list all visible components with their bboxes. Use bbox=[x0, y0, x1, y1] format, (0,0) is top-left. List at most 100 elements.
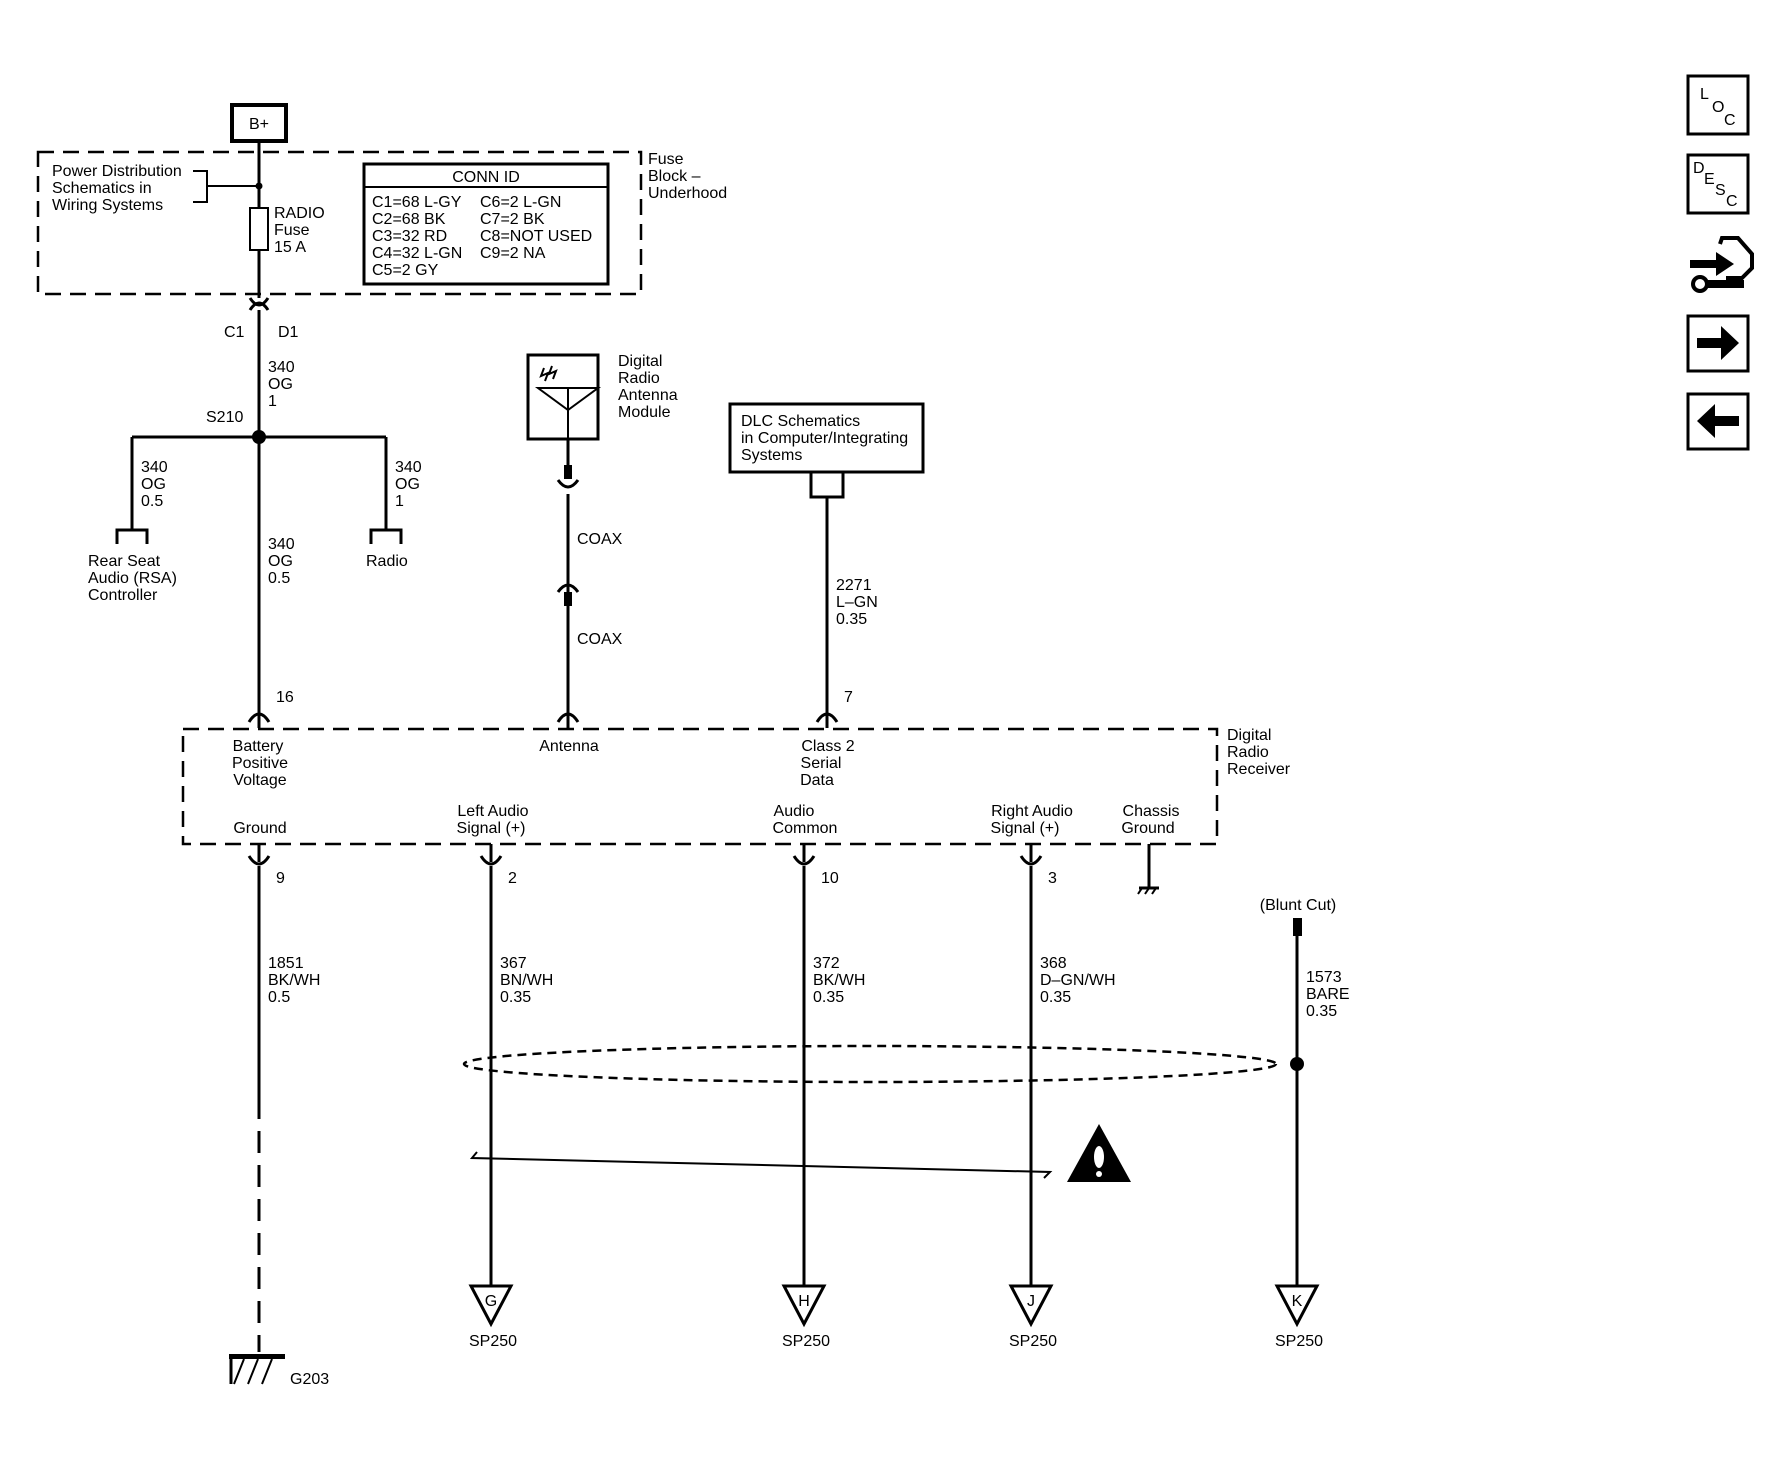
svg-text:Receiver: Receiver bbox=[1227, 761, 1291, 778]
digital-radio-antenna-module: Digital Radio Antenna Module bbox=[526, 353, 678, 441]
fuse-block-name: Fuse Block – Underhood bbox=[648, 151, 727, 202]
svg-text:Controller: Controller bbox=[88, 587, 158, 604]
previous-page-button[interactable] bbox=[1686, 392, 1750, 451]
svg-text:1: 1 bbox=[268, 393, 277, 410]
svg-text:SP250: SP250 bbox=[782, 1333, 830, 1350]
desc-button[interactable]: D E S C bbox=[1686, 153, 1750, 215]
svg-text:BK/WH: BK/WH bbox=[268, 972, 320, 989]
twisted-pair-indicator bbox=[469, 1151, 1053, 1179]
svg-text:L: L bbox=[1700, 86, 1709, 103]
svg-text:D1: D1 bbox=[278, 324, 299, 341]
svg-text:SP250: SP250 bbox=[469, 1333, 517, 1350]
svg-text:Systems: Systems bbox=[741, 447, 802, 464]
connector-pin-10: 10 bbox=[792, 844, 839, 887]
svg-text:0.35: 0.35 bbox=[813, 989, 844, 1006]
svg-text:Power Distribution: Power Distribution bbox=[52, 163, 182, 180]
svg-text:C5=2 GY: C5=2 GY bbox=[372, 262, 439, 279]
svg-text:OG: OG bbox=[395, 476, 420, 493]
svg-text:D: D bbox=[1693, 160, 1705, 177]
svg-text:0.5: 0.5 bbox=[268, 989, 290, 1006]
wire-label-drain: 1573 BARE 0.35 bbox=[1306, 969, 1350, 1020]
svg-text:2: 2 bbox=[508, 870, 517, 887]
svg-text:3: 3 bbox=[1048, 870, 1057, 887]
svg-text:0.35: 0.35 bbox=[836, 611, 867, 628]
svg-text:O: O bbox=[1712, 99, 1724, 116]
svg-text:SP250: SP250 bbox=[1009, 1333, 1057, 1350]
splice-pack-j: J SP250 bbox=[1008, 1284, 1057, 1350]
svg-text:BARE: BARE bbox=[1306, 986, 1350, 1003]
svg-text:10: 10 bbox=[821, 870, 839, 887]
svg-text:Signal (+): Signal (+) bbox=[457, 820, 526, 837]
svg-text:368: 368 bbox=[1040, 955, 1067, 972]
svg-text:15 A: 15 A bbox=[274, 239, 306, 256]
connector-antenna bbox=[556, 712, 580, 728]
svg-text:C3=32 RD: C3=32 RD bbox=[372, 228, 447, 245]
svg-text:1851: 1851 bbox=[268, 955, 304, 972]
svg-text:340: 340 bbox=[395, 459, 422, 476]
twisted-pair-shield bbox=[462, 1044, 1278, 1084]
loc-button[interactable]: L O C bbox=[1686, 74, 1750, 136]
svg-text:340: 340 bbox=[268, 359, 295, 376]
conn-id-table: CONN ID C1=68 L-GY C2=68 BK C3=32 RD C4=… bbox=[362, 162, 610, 286]
arrow-right-icon bbox=[1697, 326, 1739, 360]
svg-text:Common: Common bbox=[773, 820, 838, 837]
svg-text:C: C bbox=[1726, 193, 1738, 210]
svg-text:DLC Schematics: DLC Schematics bbox=[741, 413, 860, 430]
svg-text:367: 367 bbox=[500, 955, 527, 972]
svg-text:7: 7 bbox=[844, 689, 853, 706]
radio-fuse: RADIO Fuse 15 A bbox=[249, 205, 325, 256]
wire-label-radio-branch: 340 OG 1 bbox=[395, 459, 422, 510]
svg-text:0.5: 0.5 bbox=[141, 493, 163, 510]
battery-positive-label: B+ bbox=[249, 116, 269, 133]
fuse-block-underhood bbox=[36, 150, 643, 296]
ground-g203: G203 bbox=[229, 1354, 329, 1388]
svg-text:Digital: Digital bbox=[618, 353, 662, 370]
connector-pin-7: 7 bbox=[815, 689, 853, 728]
svg-text:G203: G203 bbox=[290, 1371, 329, 1388]
svg-text:Right Audio: Right Audio bbox=[991, 803, 1073, 820]
svg-text:E: E bbox=[1704, 171, 1715, 188]
svg-text:C2=68 BK: C2=68 BK bbox=[372, 211, 446, 228]
pin-label-battery-positive-voltage: Battery Positive Voltage bbox=[232, 738, 288, 789]
next-page-button[interactable] bbox=[1686, 314, 1750, 373]
svg-text:372: 372 bbox=[813, 955, 840, 972]
splice-pack-k: K SP250 bbox=[1274, 1284, 1323, 1350]
svg-text:Data: Data bbox=[800, 772, 834, 789]
connector-pin-2: 2 bbox=[479, 844, 517, 887]
warning-icon[interactable] bbox=[1067, 1124, 1131, 1182]
svg-text:C: C bbox=[1724, 112, 1736, 129]
power-distribution-reference[interactable]: Power Distribution Schematics in Wiring … bbox=[52, 163, 263, 214]
svg-text:BK/WH: BK/WH bbox=[813, 972, 865, 989]
battery-positive-source: B+ bbox=[230, 103, 288, 143]
pin-label-ground: Ground bbox=[233, 820, 286, 837]
svg-text:OG: OG bbox=[268, 376, 293, 393]
pin-label-left-audio: Left Audio Signal (+) bbox=[457, 803, 529, 837]
svg-text:0.35: 0.35 bbox=[500, 989, 531, 1006]
svg-text:Left Audio: Left Audio bbox=[457, 803, 528, 820]
connector-wrench-icon[interactable] bbox=[1690, 236, 1754, 293]
svg-text:H: H bbox=[798, 1293, 810, 1310]
wire-label-audio-common: 372 BK/WH 0.35 bbox=[813, 955, 865, 1006]
connector-pin-3: 3 bbox=[1019, 844, 1057, 887]
wire-label-coax-upper: COAX bbox=[577, 531, 623, 548]
svg-text:Radio: Radio bbox=[1227, 744, 1269, 761]
svg-text:in Computer/Integrating: in Computer/Integrating bbox=[741, 430, 908, 447]
svg-text:Module: Module bbox=[618, 404, 671, 421]
wire-label-coax-lower: COAX bbox=[577, 631, 623, 648]
svg-text:Serial: Serial bbox=[801, 755, 842, 772]
svg-text:16: 16 bbox=[276, 689, 294, 706]
svg-text:Audio (RSA): Audio (RSA) bbox=[88, 570, 177, 587]
splice-s210: S210 bbox=[206, 409, 266, 444]
dlc-schematics-reference[interactable]: DLC Schematics in Computer/Integrating S… bbox=[728, 402, 925, 474]
wire-label-rsa-branch: 340 OG 0.5 bbox=[141, 459, 168, 510]
svg-text:OG: OG bbox=[141, 476, 166, 493]
splice-pack-g: G SP250 bbox=[468, 1284, 517, 1350]
svg-text:C4=32 L-GN: C4=32 L-GN bbox=[372, 245, 462, 262]
svg-text:OG: OG bbox=[268, 553, 293, 570]
svg-text:C9=2 NA: C9=2 NA bbox=[480, 245, 546, 262]
svg-text:Signal (+): Signal (+) bbox=[991, 820, 1060, 837]
svg-text:Positive: Positive bbox=[232, 755, 288, 772]
pin-label-right-audio: Right Audio Signal (+) bbox=[991, 803, 1073, 837]
conn-id-title: CONN ID bbox=[452, 169, 520, 186]
